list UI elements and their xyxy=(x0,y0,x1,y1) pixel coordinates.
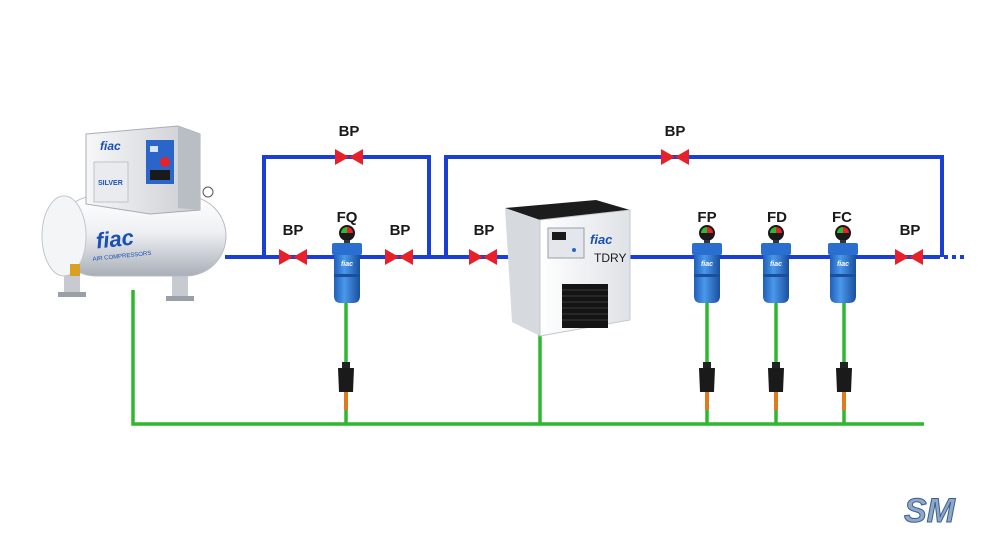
pressure-gauge-icon xyxy=(699,225,715,244)
label-bypass-2: BP xyxy=(665,123,686,140)
dryer-brand-logo: fiac xyxy=(590,232,613,247)
filter-fc: fiac xyxy=(828,225,858,303)
watermark-logo: SM xyxy=(904,492,957,531)
filter-brand-logo: fiac xyxy=(770,261,782,268)
filter-fq: fiac xyxy=(332,225,362,303)
dryer-body-front xyxy=(505,208,540,336)
filter-fp: fiac xyxy=(692,225,722,303)
air-line-continuation-dots xyxy=(944,255,964,259)
filter-brand-logo: fiac xyxy=(701,261,713,268)
label-valve-before-dryer: BP xyxy=(474,222,495,239)
labels: BP BP BP FQ BP BP FP FD FC BP xyxy=(283,123,921,239)
dryer-vent-grille xyxy=(562,284,608,328)
dryer-model: TDRY xyxy=(594,251,626,265)
air-compressor: fiac AIR COMPRESSORS fiac SILVER xyxy=(41,125,227,301)
filters: fiac fiac fiac fiac xyxy=(332,225,858,303)
label-filter-fd: FD xyxy=(767,209,787,226)
valve-bypass-1 xyxy=(335,149,363,165)
pressure-gauge-icon xyxy=(768,225,784,244)
label-filter-fp: FP xyxy=(697,209,716,226)
drain-trap-fc xyxy=(836,362,852,410)
label-filter-fc: FC xyxy=(832,209,852,226)
filter-brand-logo: fiac xyxy=(341,261,353,268)
valve-after-fq xyxy=(385,249,413,265)
valve-end xyxy=(895,249,923,265)
drain-trap-fq xyxy=(338,362,354,410)
label-valve-before-fq: BP xyxy=(283,222,304,239)
filter-fd: fiac xyxy=(761,225,791,303)
drain-trap-fd xyxy=(768,362,784,410)
drain-trap-fp xyxy=(699,362,715,410)
label-valve-end: BP xyxy=(900,222,921,239)
drain-main-line xyxy=(131,290,924,426)
compressor-brand-logo: fiac xyxy=(100,139,121,153)
valve-before-fq xyxy=(279,249,307,265)
valves xyxy=(279,149,923,265)
valve-bypass-2 xyxy=(661,149,689,165)
pressure-gauge-icon xyxy=(835,225,851,244)
label-bypass-1: BP xyxy=(339,123,360,140)
drain-traps xyxy=(338,362,852,410)
watermark-text: SM xyxy=(904,492,956,530)
refrigeration-dryer: fiac TDRY xyxy=(505,200,631,337)
filter-brand-logo: fiac xyxy=(837,261,849,268)
label-filter-fq: FQ xyxy=(337,209,358,226)
compressor-model: SILVER xyxy=(98,180,123,187)
bypass-loop-2 xyxy=(444,155,944,257)
valve-before-dryer xyxy=(469,249,497,265)
tank-brand-logo: fiac xyxy=(95,225,135,254)
label-valve-after-fq: BP xyxy=(390,222,411,239)
pressure-gauge-icon xyxy=(339,225,355,244)
